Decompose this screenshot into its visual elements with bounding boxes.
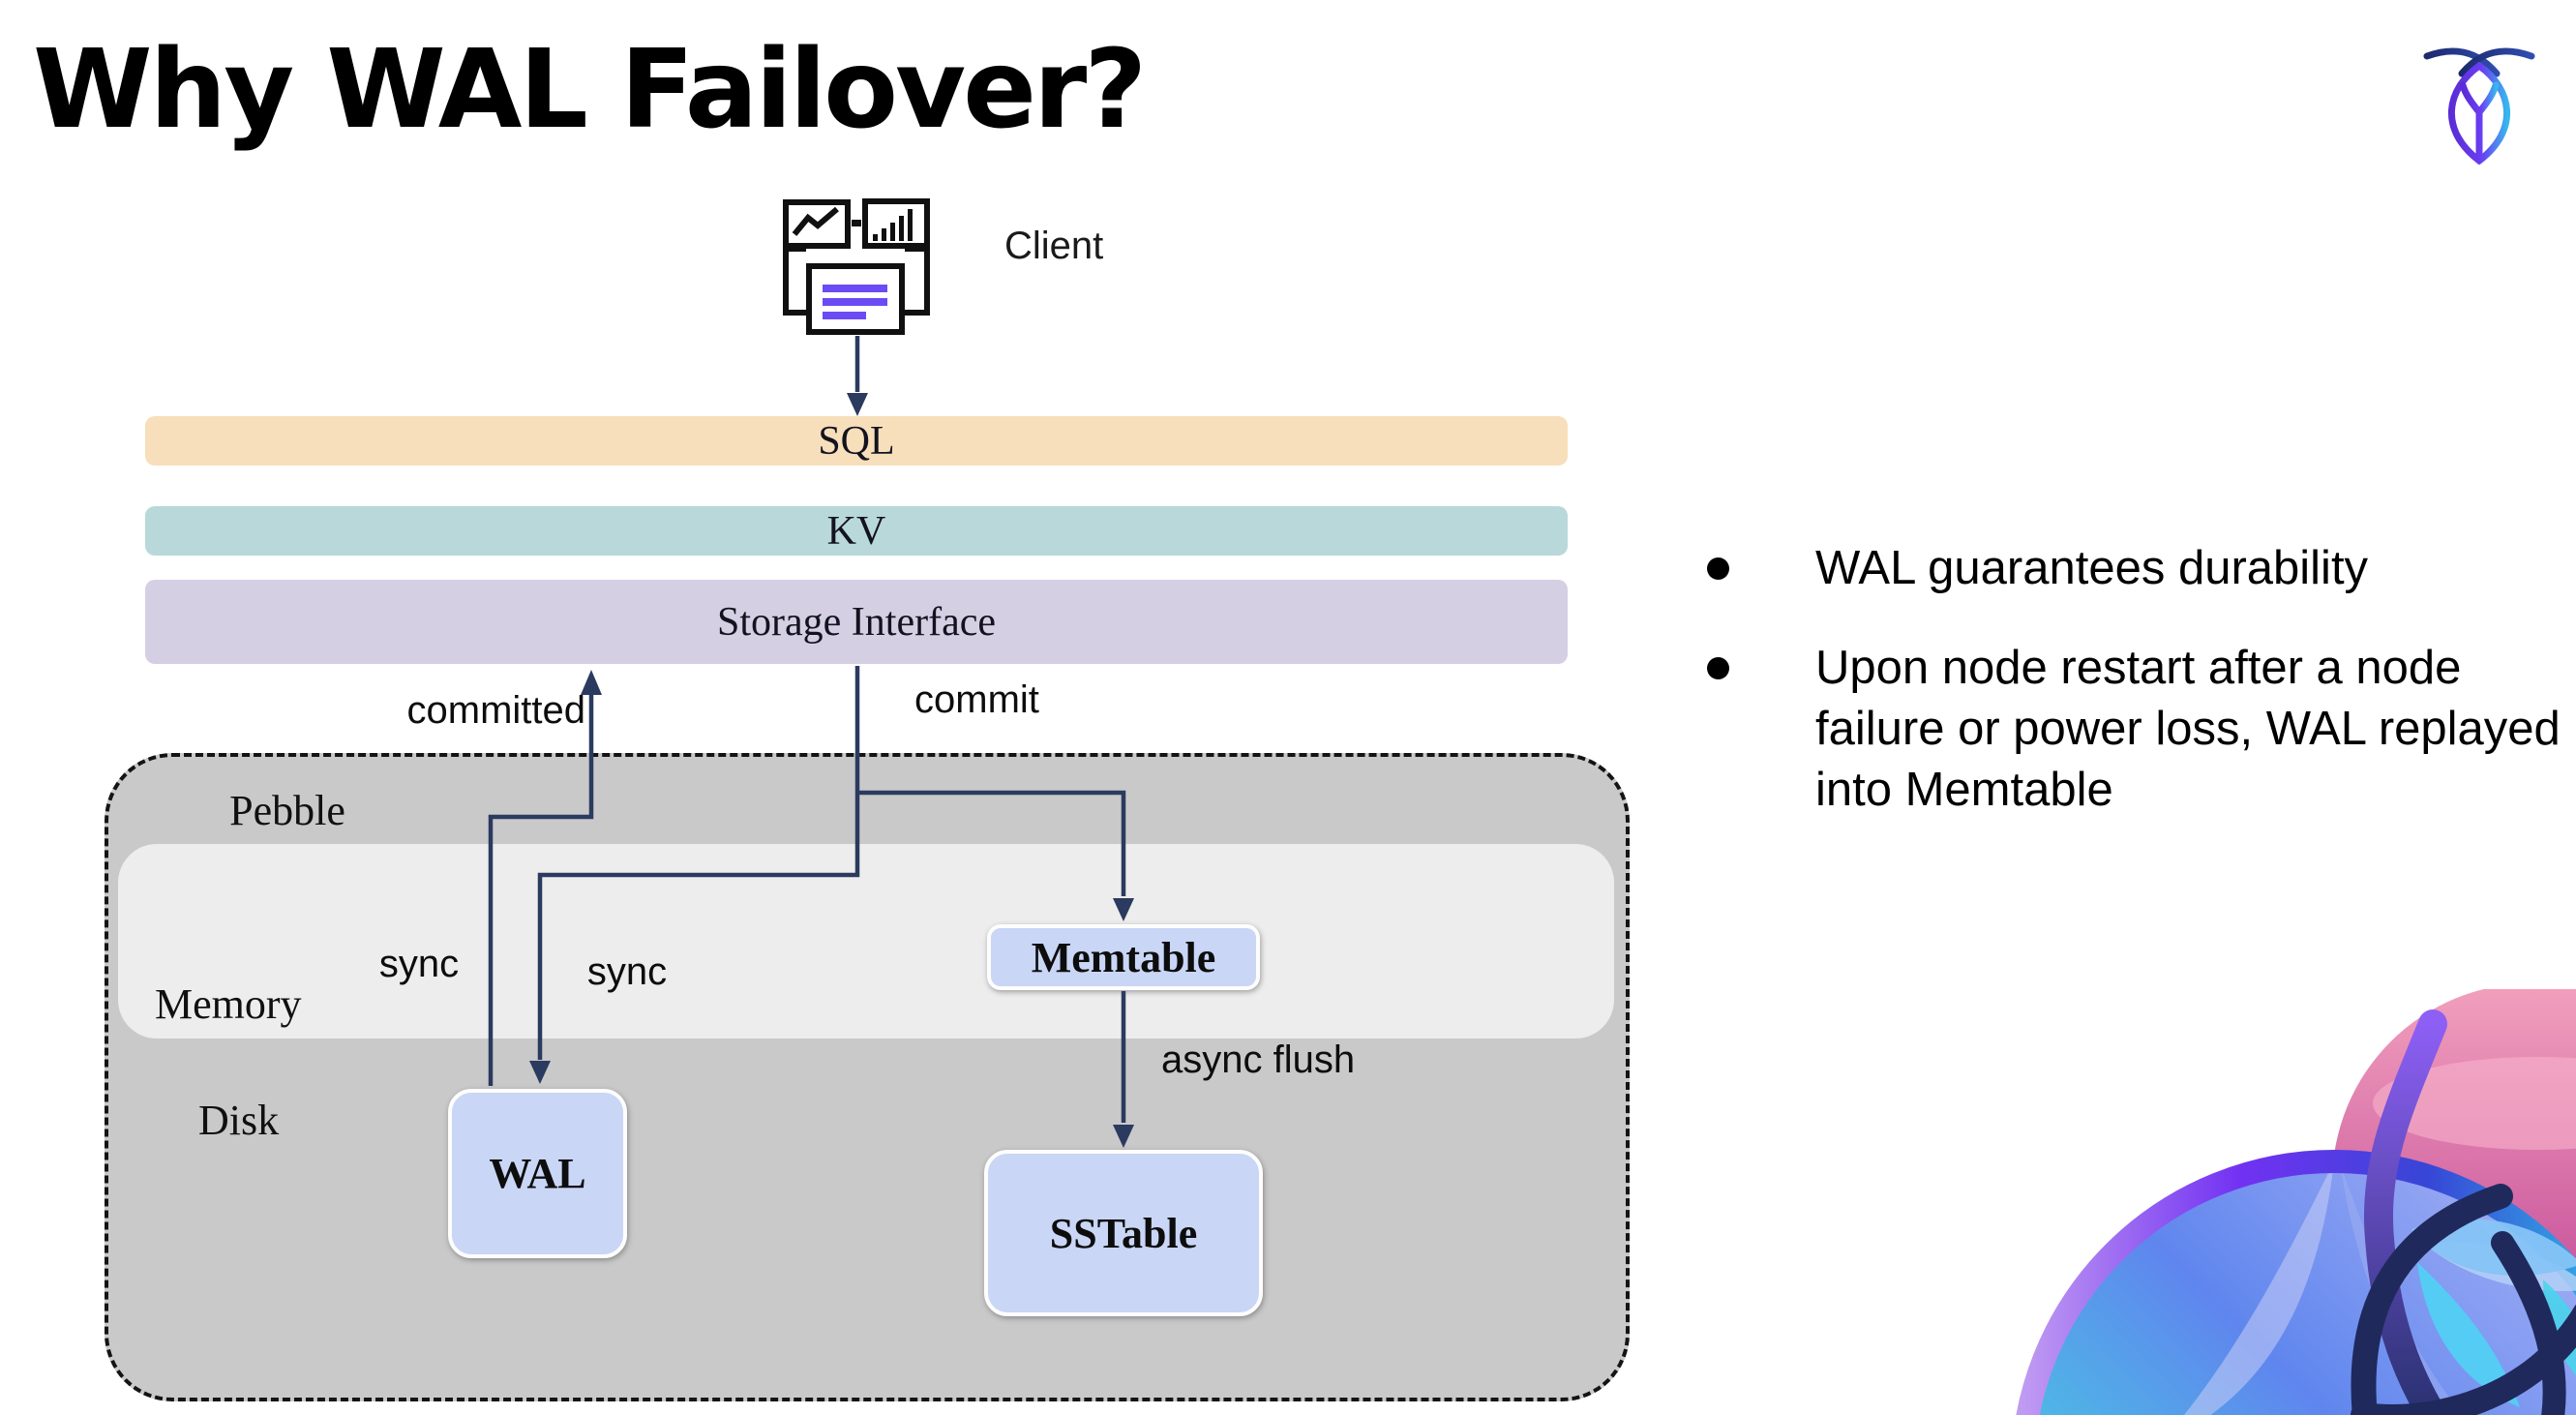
layer-sql-label: SQL (818, 418, 895, 464)
disk-label: Disk (198, 1097, 280, 1144)
brand-sphere-decoration (2016, 989, 2576, 1415)
layer-kv-label: KV (826, 508, 886, 554)
cockroachdb-logo-icon (2423, 47, 2535, 166)
sync-left-label: sync (378, 943, 460, 985)
page-title: Why WAL Failover? (33, 27, 1147, 153)
client-label: Client (1004, 225, 1104, 267)
layer-kv: KV (145, 506, 1568, 556)
memory-label: Memory (155, 980, 302, 1028)
commit-label: commit (914, 678, 1039, 721)
layer-storage-interface: Storage Interface (145, 580, 1568, 664)
memory-region (118, 844, 1614, 1039)
bullet-item: Upon node restart after a node failure o… (1699, 638, 2570, 821)
sstable-box: SSTable (984, 1150, 1263, 1316)
sstable-label: SSTable (1049, 1209, 1198, 1257)
memtable-box: Memtable (987, 924, 1260, 990)
client-app-icon (783, 198, 930, 335)
layer-storage-label: Storage Interface (717, 599, 996, 645)
wal-label: WAL (489, 1150, 586, 1197)
bullet-item: WAL guarantees durability (1699, 538, 2570, 599)
async-flush-label: async flush (1161, 1039, 1356, 1081)
sync-right-label: sync (586, 950, 668, 993)
bullet-list: WAL guarantees durability Upon node rest… (1699, 538, 2570, 821)
pebble-label: Pebble (229, 787, 345, 834)
committed-label: committed (406, 689, 586, 732)
wal-box: WAL (448, 1089, 627, 1258)
memtable-label: Memtable (1031, 933, 1216, 981)
layer-sql: SQL (145, 416, 1568, 466)
